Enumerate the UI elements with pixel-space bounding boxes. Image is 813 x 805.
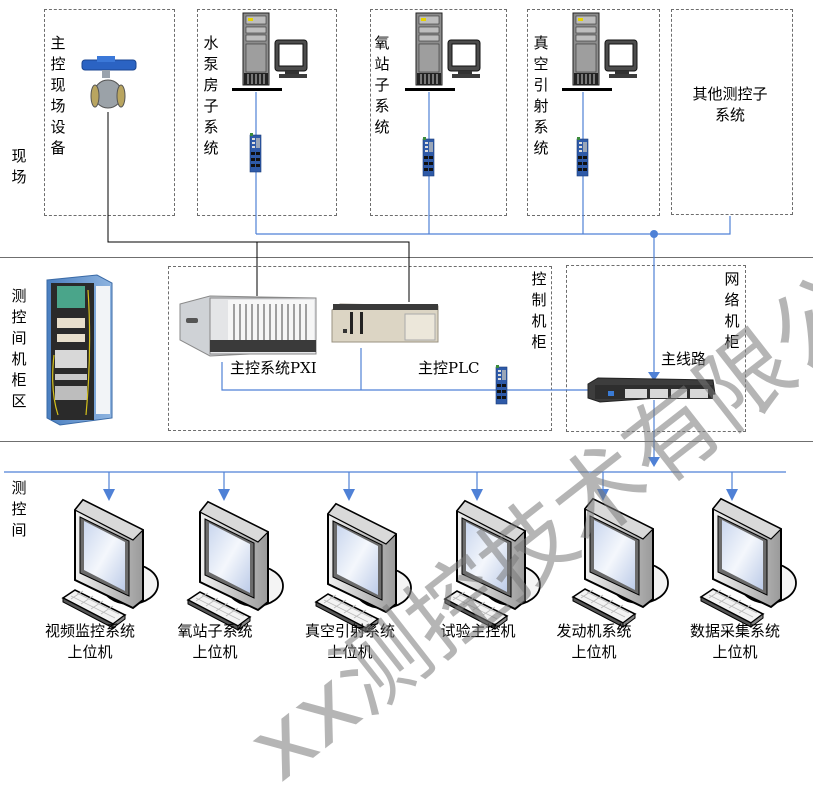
cabinet-network-lines — [221, 348, 655, 462]
host-label: 视频监控系统 上位机 — [30, 621, 150, 663]
ethernet-switch-icon — [495, 364, 508, 405]
ethernet-switch-icon — [576, 136, 589, 177]
ethernet-switch-icon — [422, 136, 435, 177]
field-label-pump-room: 水泵房子系统 — [203, 34, 219, 157]
host-pc-icon — [444, 500, 541, 630]
field-label-other-subsystems: 其他测控子系统 — [690, 84, 770, 126]
arrow-down-icon — [103, 489, 115, 501]
valve-signal-line — [107, 112, 410, 302]
arrow-down-icon — [726, 489, 738, 501]
network-cabinet-label: 网络机柜 — [724, 270, 740, 351]
host-label-line1: 发动机系统 — [556, 622, 632, 640]
workstation-icon — [561, 12, 638, 92]
host-label: 真空引射系统 上位机 — [290, 621, 410, 663]
host-label-line1: 数据采集系统 — [689, 622, 780, 640]
control-room-bus — [4, 471, 786, 492]
host-label: 试验主控机 — [418, 621, 538, 642]
host-pc-icon — [315, 503, 412, 633]
host-label-line1: 视频监控系统 — [44, 622, 135, 640]
host-label-line1: 试验主控机 — [440, 622, 516, 640]
host-pc-icon — [572, 498, 669, 628]
pxi-chassis-icon — [179, 295, 317, 357]
zone-label-field: 现场 — [11, 147, 27, 186]
host-arrows — [103, 489, 738, 501]
host-pc-icon — [187, 501, 284, 631]
network-cabinet-box — [566, 265, 746, 432]
junction-dot — [650, 230, 658, 238]
control-cabinet-box — [168, 266, 552, 431]
zone-label-cabinet-area: 测控间机柜区 — [11, 287, 27, 410]
main-switch-icon — [587, 377, 716, 403]
control-cabinet-label: 控制机柜 — [531, 270, 547, 351]
other-subsystems-text: 其他测控子系统 — [692, 85, 768, 124]
diagram-canvas — [4, 12, 797, 633]
plc-icon — [331, 303, 439, 343]
host-label: 氧站子系统 上位机 — [155, 621, 275, 663]
field-label-vacuum-ejector: 真空引射系统 — [533, 34, 549, 157]
field-box-pump-room — [197, 9, 337, 216]
main-line-label: 主线路 — [661, 350, 707, 368]
host-label-line1: 真空引射系统 — [304, 622, 395, 640]
arrow-down-icon — [597, 489, 609, 501]
plc-label: 主控PLC — [418, 359, 480, 377]
field-label-main-device: 主控现场设备 — [50, 34, 66, 157]
field-box-oxygen-station — [370, 9, 507, 216]
host-pc-icon — [700, 498, 797, 628]
arrow-down-icon — [648, 457, 660, 467]
field-box-vacuum-ejector — [527, 9, 660, 216]
arrow-down-icon — [343, 489, 355, 501]
workstation-icon — [231, 12, 308, 92]
host-label-line2: 上位机 — [327, 643, 373, 661]
arrow-down-icon — [471, 489, 483, 501]
host-label-line2: 上位机 — [67, 643, 113, 661]
zone-divider-field — [0, 257, 813, 258]
arrow-down-icon — [218, 489, 230, 501]
host-label: 数据采集系统 上位机 — [675, 621, 795, 663]
pxi-label: 主控系统PXI — [230, 359, 317, 377]
host-label-line2: 上位机 — [192, 643, 238, 661]
host-pc-icon — [62, 499, 159, 629]
field-box-other-subsystems — [671, 9, 793, 215]
host-label: 发动机系统 上位机 — [534, 621, 654, 663]
host-label-line1: 氧站子系统 — [177, 622, 253, 640]
field-label-oxygen-station: 氧站子系统 — [374, 34, 390, 136]
host-label-line2: 上位机 — [712, 643, 758, 661]
ethernet-switch-icon — [249, 132, 262, 173]
zone-label-control-room: 测控间 — [11, 479, 27, 539]
zone-divider-cabinet — [0, 441, 813, 442]
workstation-icon — [404, 12, 481, 92]
field-box-main-device — [44, 9, 175, 216]
field-network-lines — [255, 92, 731, 377]
arrow-down-icon — [648, 372, 660, 381]
valve-icon — [81, 56, 137, 109]
rack-cabinet-icon — [46, 274, 113, 426]
host-label-line2: 上位机 — [571, 643, 617, 661]
